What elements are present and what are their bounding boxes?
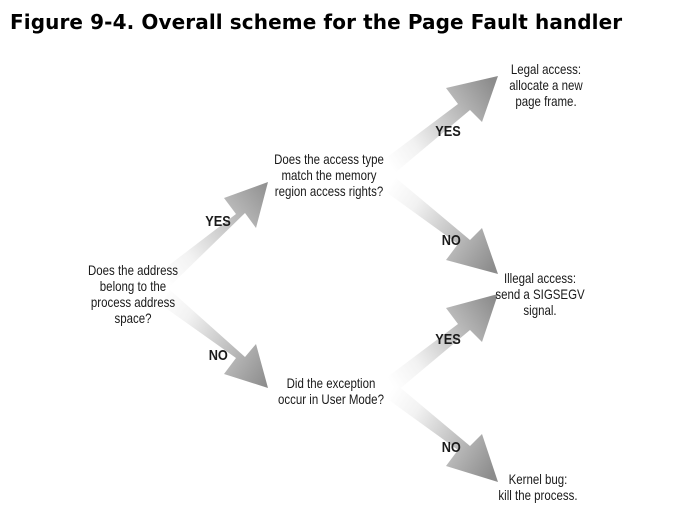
- line: belong to the: [99, 278, 167, 294]
- line: allocate a new: [509, 77, 583, 93]
- label-address-no: NO: [208, 347, 228, 364]
- arrow-access-no: [386, 178, 498, 274]
- result-illegal-access: Illegal access: send a SIGSEGV signal.: [491, 270, 589, 318]
- arrow-user-yes: [386, 294, 498, 392]
- result-kernel-bug: Kernel bug: kill the process.: [489, 471, 587, 503]
- line: page frame.: [515, 93, 577, 109]
- label-user-yes: YES: [435, 331, 461, 348]
- line: match the memory: [281, 167, 377, 183]
- label-address-yes: YES: [205, 213, 231, 230]
- question-access-type-matches: Does the access type match the memory re…: [264, 151, 394, 199]
- line: occur in User Mode?: [278, 391, 384, 407]
- line: signal.: [523, 302, 557, 318]
- question-address-in-process-space: Does the address belong to the process a…: [72, 262, 195, 326]
- line: Illegal access:: [503, 270, 577, 286]
- arrow-access-yes: [386, 76, 498, 172]
- arrow-user-no: [386, 384, 498, 482]
- label-access-yes: YES: [435, 123, 461, 140]
- arrow-address-yes: [160, 182, 268, 286]
- line: Did the exception: [286, 375, 376, 391]
- line: Does the address: [88, 262, 178, 278]
- question-exception-in-user-mode: Did the exception occur in User Mode?: [270, 375, 393, 407]
- line: Does the access type: [274, 151, 384, 167]
- result-legal-access: Legal access: allocate a new page frame.: [497, 61, 595, 109]
- line: Legal access:: [510, 61, 582, 77]
- figure-title: Figure 9-4. Overall scheme for the Page …: [10, 10, 623, 34]
- line: Kernel bug:: [508, 471, 568, 487]
- line: region access rights?: [274, 183, 384, 199]
- arrow-address-no: [160, 290, 268, 388]
- label-access-no: NO: [441, 232, 461, 249]
- label-user-no: NO: [441, 439, 461, 456]
- line: send a SIGSEGV: [495, 286, 585, 302]
- line: kill the process.: [498, 487, 578, 503]
- line: space?: [114, 310, 152, 326]
- line: process address: [90, 294, 176, 310]
